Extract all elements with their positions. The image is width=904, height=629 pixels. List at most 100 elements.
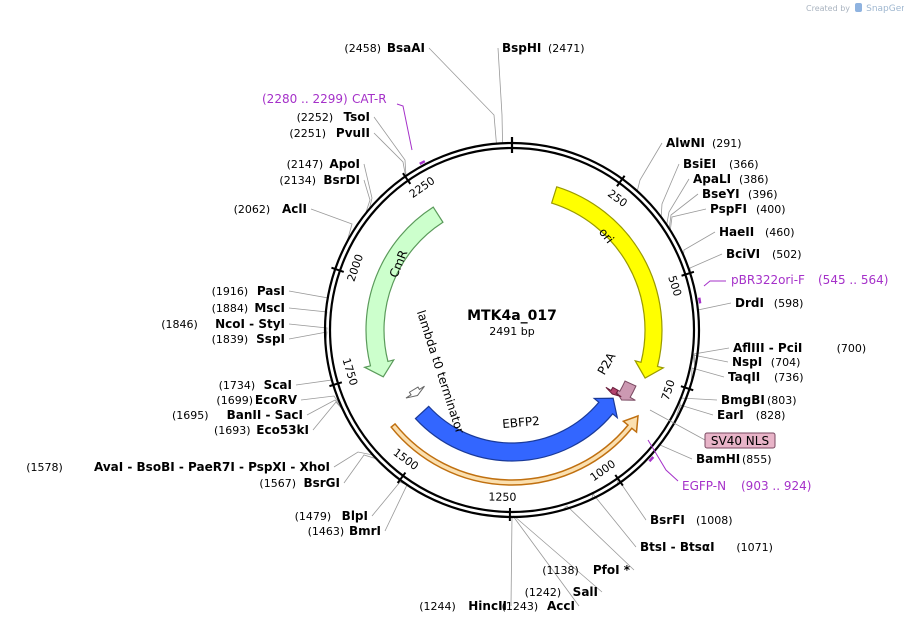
site-bsrgi[interactable]: BsrGI(1567) (259, 476, 340, 490)
primer-egfp-n[interactable]: (903 .. 924)EGFP-N (647, 439, 811, 493)
site-position: (1695) (172, 409, 209, 422)
site-position: (1479) (295, 510, 332, 523)
site-leader-line (561, 505, 635, 571)
site-position: (1578) (26, 461, 63, 474)
site-leader-line (692, 354, 729, 369)
site-position: (2251) (289, 127, 326, 140)
primer-binding-mark (419, 160, 426, 166)
site-bamhi[interactable]: BamHI(855) (696, 452, 772, 466)
site-sspi[interactable]: SspI(1839) (212, 332, 285, 346)
site-position: (1699) (216, 394, 253, 407)
site-bsphi[interactable]: BspHI(2471) (502, 41, 585, 55)
site-scai[interactable]: ScaI(1734) (219, 378, 292, 392)
site-name: TaqII (728, 370, 760, 384)
site-name: AccI (547, 599, 575, 613)
site-leader-line (333, 451, 373, 468)
site-alwni[interactable]: AlwNI(291) (666, 136, 742, 150)
site-position: (502) (772, 248, 802, 261)
site-sali[interactable]: SalI(1242) (525, 585, 598, 599)
site-bmri[interactable]: BmrI(1463) (308, 524, 381, 538)
site-position: (291) (712, 137, 742, 150)
site-position: (704) (771, 356, 801, 369)
site-bsaai[interactable]: BsaAI(2458) (344, 41, 425, 55)
site-acli[interactable]: AclI(2062) (234, 202, 307, 216)
site-nspi[interactable]: NspI(704) (732, 355, 800, 369)
site-position: (366) (729, 158, 759, 171)
site-leader-line (288, 331, 328, 344)
site-drdi[interactable]: DrdI(598) (735, 296, 803, 310)
site-leader-line (373, 132, 406, 177)
site-name: TsoI (344, 110, 370, 124)
site-leader-line (343, 454, 377, 484)
site-name: BamHI (696, 452, 740, 466)
site-leader-line (384, 484, 415, 532)
tick-label: 1750 (339, 357, 360, 388)
site-leader-line (691, 367, 725, 383)
sv40-nls-callout[interactable]: SV40 NLS (649, 409, 776, 449)
site-taqii[interactable]: TaqII(736) (728, 370, 804, 384)
site-blpi[interactable]: BlpI (1479) (295, 509, 368, 523)
site-bsrfi[interactable]: BsrFI(1008) (650, 513, 733, 527)
site-bmgbi[interactable]: BmgBI(803) (721, 393, 797, 407)
primer-leader-line (703, 280, 726, 287)
plasmid-size: 2491 bp (489, 325, 534, 338)
site-position: (1916) (212, 285, 249, 298)
site-bsiei[interactable]: BsiEI (366) (683, 157, 759, 171)
site-position: (2252) (297, 111, 334, 124)
tick-mark (614, 474, 624, 487)
primer-pbr322ori-f[interactable]: (545 .. 564)pBR322ori-F (697, 273, 888, 304)
site-name: PfoI * (593, 563, 631, 577)
site-tsoi[interactable]: TsoI (2252) (297, 110, 370, 124)
site-bsrdi[interactable]: BsrDI(2134) (279, 173, 360, 187)
site-bcivi[interactable]: BciVI(502) (726, 247, 802, 261)
site-name: PvuII (336, 126, 370, 140)
site-afliii-pcii[interactable]: AflIII - PciI(700) (733, 341, 866, 355)
site-avai-bsobi-paer7i-pspxi-xhoi[interactable]: AvaI - BsoBI - PaeR7I - PspXI - XhoI (157… (26, 460, 330, 474)
primer-cat-r[interactable]: (2280 .. 2299)CAT-R (262, 92, 426, 166)
site-name: BsrDI (323, 173, 360, 187)
site-position: (700) (837, 342, 867, 355)
site-name: AvaI - BsoBI - PaeR7I - PspXI - XhoI (94, 460, 330, 474)
site-labels: BsaAI(2458)BspHI(2471)TsoI(2252)PvuII(22… (26, 41, 866, 613)
site-position: (1734) (219, 379, 256, 392)
site-apali[interactable]: ApaLI(386) (693, 172, 769, 186)
site-name: BseYI (702, 187, 740, 201)
site-name: NcoI - StyI (215, 317, 285, 331)
site-name: PasI (257, 284, 285, 298)
primer-name: pBR322ori-F (731, 273, 805, 287)
site-pvuii[interactable]: PvuII (2251) (289, 126, 370, 140)
site-name: PspFI (710, 202, 747, 216)
snapgene-logo-icon (854, 3, 862, 12)
site-bseyi[interactable]: BseYI(396) (702, 187, 778, 201)
site-eari[interactable]: EarI (828) (717, 408, 785, 422)
site-position: (598) (774, 297, 804, 310)
site-haeii[interactable]: HaeII(460) (719, 225, 795, 239)
site-hincii[interactable]: HincII(1244) (419, 599, 507, 613)
site-position: (803) (767, 394, 797, 407)
site-leader-line (666, 178, 690, 225)
site-leader-line (591, 493, 637, 548)
site-btsi-bts-i[interactable]: BtsI - BtsαI(1071) (640, 540, 773, 554)
site-position: (1244) (419, 600, 456, 613)
primer-binding-mark (697, 297, 702, 304)
primer-leader-line (396, 103, 413, 151)
site-name: EarI (717, 408, 744, 422)
site-ecorv[interactable]: EcoRV(1699) (216, 393, 297, 407)
site-name: BsiEI (683, 157, 716, 171)
site-position: (828) (756, 409, 786, 422)
site-apoi[interactable]: ApoI(2147) (287, 157, 360, 171)
site-pfoi[interactable]: PfoI *(1138) (542, 563, 630, 577)
site-name: HaeII (719, 225, 754, 239)
site-eco53ki[interactable]: Eco53kI(1693) (214, 423, 309, 437)
site-pspfi[interactable]: PspFI(400) (710, 202, 786, 216)
site-name: MscI (254, 301, 285, 315)
site-acci[interactable]: AccI(1243) (502, 599, 575, 613)
site-leader-line (683, 231, 716, 256)
site-pasi[interactable]: PasI (1916) (212, 284, 285, 298)
site-ncoi-styi[interactable]: NcoI - StyI(1846) (161, 317, 285, 331)
site-msci[interactable]: MscI(1884) (212, 301, 285, 315)
site-leader-line (668, 193, 699, 229)
site-leader-line (363, 163, 373, 210)
site-banii-saci[interactable]: BanII - SacI(1695) (172, 408, 303, 422)
site-name: BlpI (342, 509, 368, 523)
